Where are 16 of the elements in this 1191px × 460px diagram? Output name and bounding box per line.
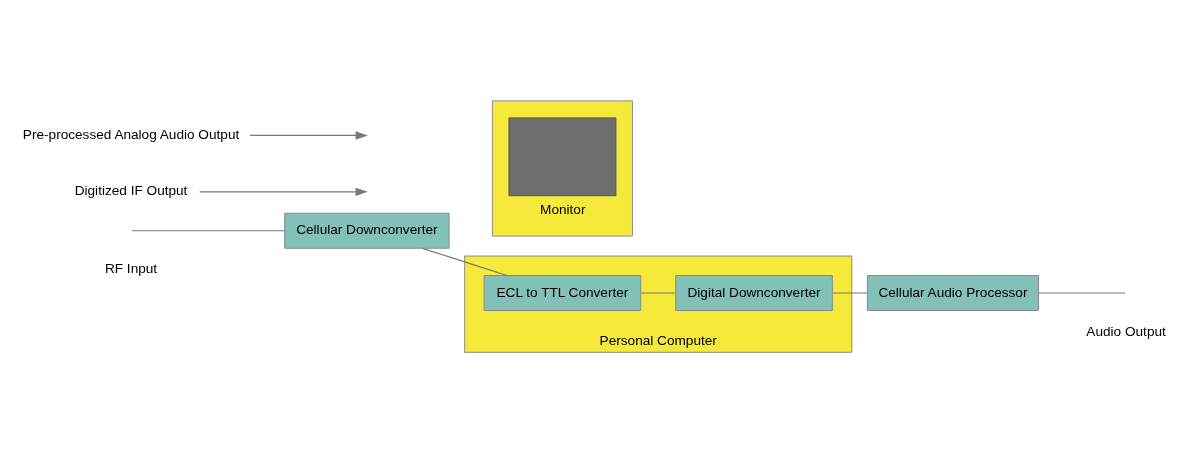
connector — [131, 229, 286, 231]
connector — [640, 291, 677, 294]
node-box: Cellular Audio Processor — [866, 274, 1040, 311]
label: Audio Output — [1086, 323, 1166, 338]
node-box: Cellular Downconverter — [284, 212, 450, 249]
connector — [422, 247, 508, 276]
node-box: Digital Downconverter — [675, 274, 833, 311]
connector — [832, 291, 868, 294]
node-box: Monitor — [491, 99, 633, 237]
node-box: ECL to TTL Converter — [483, 274, 642, 311]
node-text: Digitized IF Output — [74, 182, 188, 198]
connector — [1038, 291, 1126, 294]
node-text: Pre-processed Analog Audio Output — [22, 126, 240, 142]
label: RF Input — [104, 260, 158, 276]
arrow — [199, 187, 368, 196]
arrow — [249, 130, 368, 140]
